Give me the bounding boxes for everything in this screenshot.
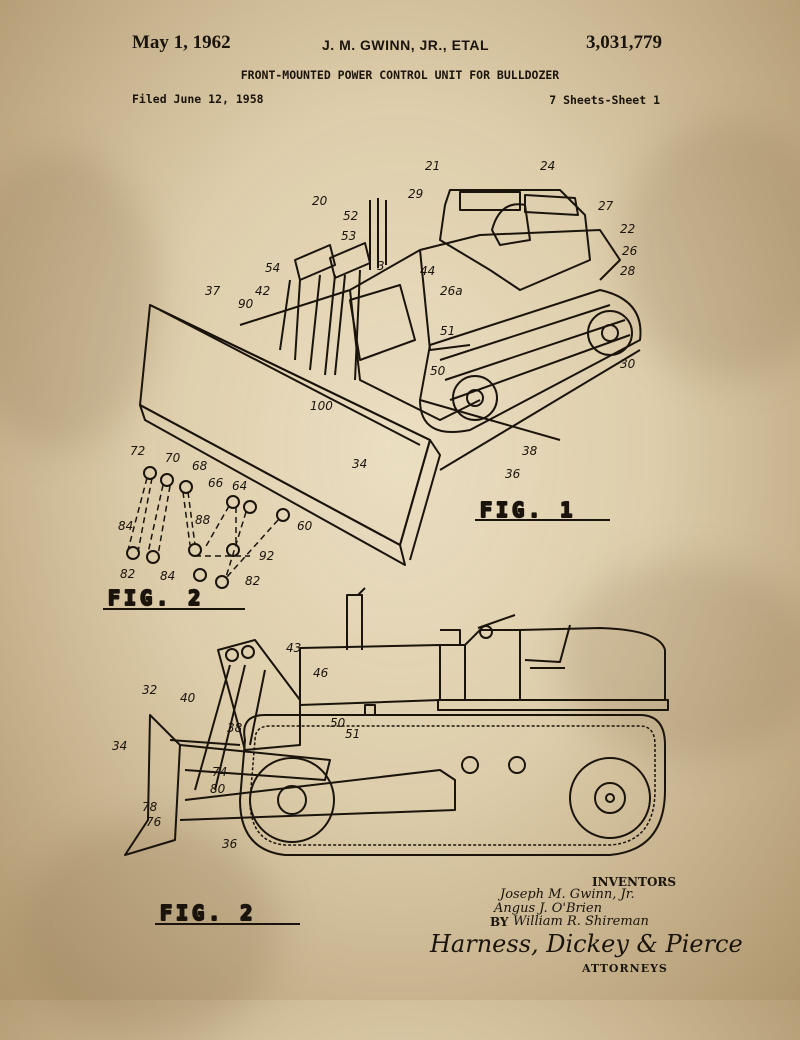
reference-numeral: 82 [120,567,135,581]
paper-stain [620,120,800,380]
reference-numeral: 24 [540,159,555,173]
patent-date: May 1, 1962 [132,32,231,53]
inventor-3: William R. Shireman [513,914,649,929]
inventor-2: Angus J. O'Brien [494,901,602,916]
inventor-1: Joseph M. Gwinn, Jr. [500,887,635,902]
reference-numeral: 100 [310,399,333,413]
filed-date: Filed June 12, 1958 [132,92,264,106]
reference-numeral: 51 [345,727,360,741]
paper-stain [560,560,800,760]
reference-numeral: 30 [620,357,636,371]
reference-numeral: 74 [212,765,227,779]
reference-numeral: 64 [232,479,247,493]
patent-drawing: FIG. 1 FIG. 2 FIG. 2 24 21 20 29 27 22 26 28 52 5… [103,159,669,926]
reference-numeral: 32 [142,683,157,697]
reference-numeral: 51 [440,324,455,338]
reference-numeral: 78 [142,800,158,814]
reference-numeral: 82 [245,574,260,588]
fig1-label: FIG. 1 [480,498,576,522]
reference-numeral: 46 [313,666,329,680]
reference-numeral: 34 [352,457,367,471]
reference-numeral: 21 [425,159,440,173]
reference-numeral: 44 [420,264,435,278]
by-label: BY [490,915,509,929]
reference-numeral: 72 [130,444,145,458]
reference-numeral: 90 [238,297,254,311]
reference-numeral: 60 [297,519,313,533]
fig2-bulldozer-drawing [124,587,669,856]
small-figure-pulley-diagram [126,466,290,589]
reference-numeral: 92 [259,549,274,563]
reference-numeral: 34 [112,739,127,753]
reference-numeral: 53 [341,229,356,243]
reference-numeral: 3 [377,259,385,273]
reference-numeral: 38 [227,721,243,735]
reference-numeral: 29 [408,187,423,201]
sheet-count: 7 Sheets-Sheet 1 [549,93,660,107]
reference-numeral: 70 [165,451,181,465]
reference-numeral: 26 [622,244,638,258]
reference-numeral: 80 [210,782,226,796]
paper-stain [0,150,160,450]
reference-numeral: 68 [192,459,208,473]
reference-numeral: 27 [598,199,614,213]
reference-numeral: 54 [265,261,280,275]
patent-number: 3,031,779 [586,32,662,53]
fig-small-label: FIG. 2 [108,586,204,610]
reference-numeral: 28 [620,264,636,278]
reference-numeral: 43 [286,641,301,655]
reference-numeral: 42 [255,284,270,298]
reference-numeral: 36 [505,467,521,481]
inventor-name: J. M. GWINN, JR., ETAL [322,37,490,53]
reference-numeral: 37 [205,284,221,298]
inventors-heading: INVENTORS [592,875,677,889]
reference-numeral: 26a [440,284,463,298]
reference-numeral: 88 [195,513,211,527]
reference-numeral: 50 [430,364,446,378]
attorneys-label: ATTORNEYS [582,962,668,975]
reference-numeral: 40 [180,691,196,705]
reference-numeral: 52 [343,209,358,223]
patent-title: FRONT-MOUNTED POWER CONTROL UNIT FOR BUL… [240,68,560,82]
reference-numeral: 20 [312,194,328,208]
reference-numeral: 38 [522,444,538,458]
reference-numeral: 84 [118,519,133,533]
fig2-label: FIG. 2 [160,901,256,925]
reference-numeral: 84 [160,569,175,583]
reference-numeral: 66 [208,476,224,490]
reference-numeral: 76 [146,815,162,829]
fig1-bulldozer-drawing [139,189,642,566]
reference-numeral: 22 [620,222,635,236]
attorney-signature: Harness, Dickey & Pierce [430,930,743,958]
reference-numeral: 50 [330,716,346,730]
reference-numeral: 36 [222,837,238,851]
